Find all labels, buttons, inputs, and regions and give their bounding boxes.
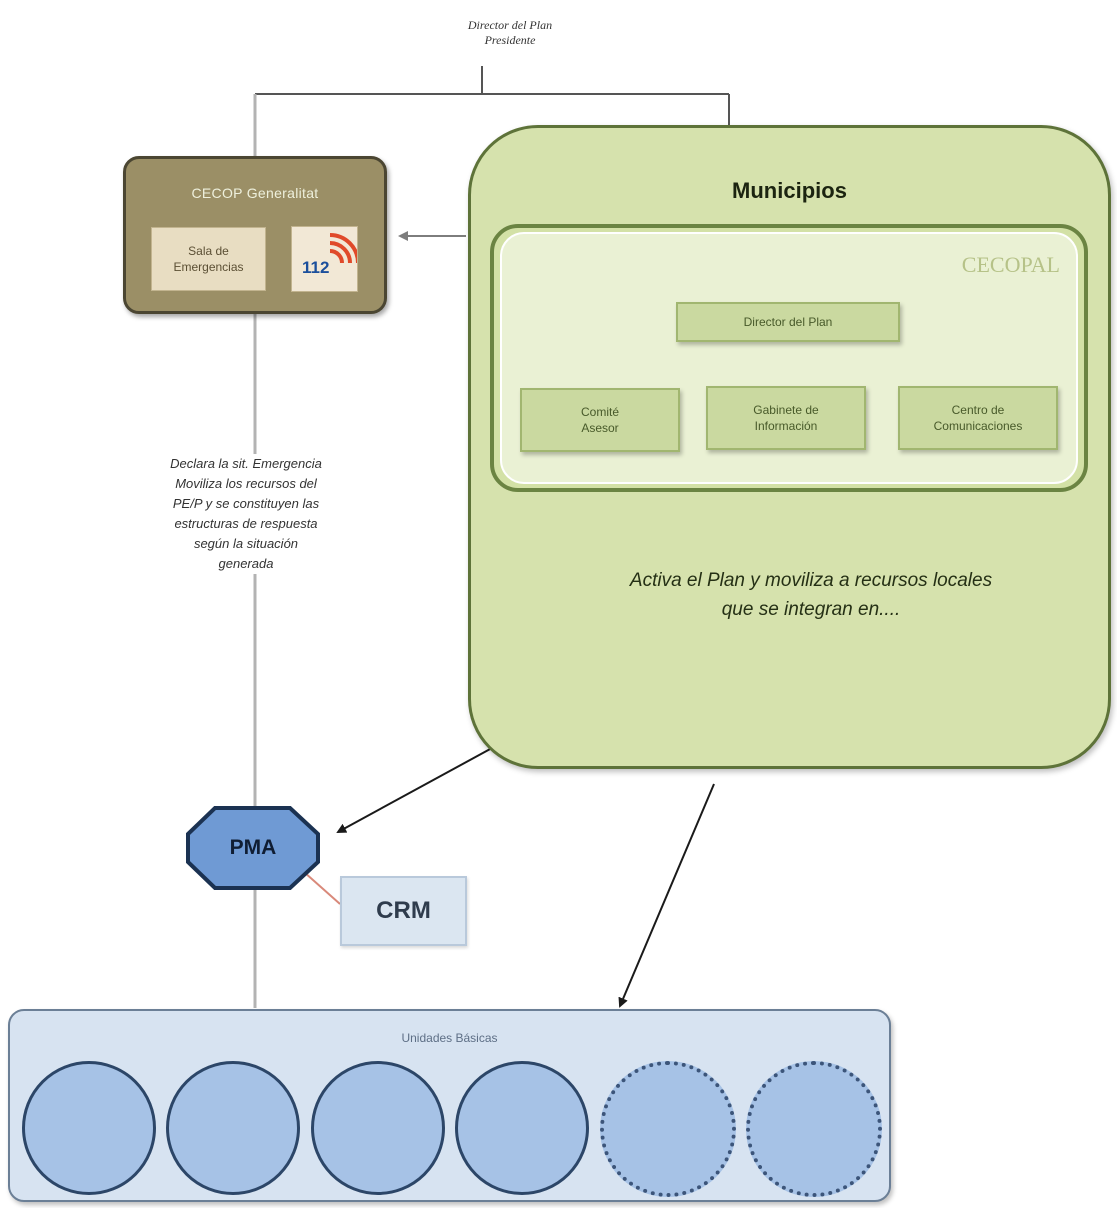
pma-octagon [186, 806, 320, 890]
director-del-plan-box: Director del Plan [676, 302, 900, 342]
unit-circle [22, 1061, 156, 1195]
unit-circle [166, 1061, 301, 1195]
unit-circle [745, 1061, 882, 1197]
unit-circle [310, 1061, 445, 1195]
cecopal-title: CECOPAL [961, 252, 1060, 277]
unidades-title: Unidades Básicas [401, 1031, 498, 1045]
centro-comunicaciones-box: Centro de Comunicaciones [898, 386, 1058, 450]
pma-label: PMA [229, 836, 277, 859]
emergency-112-icon: 112 [291, 226, 360, 292]
icon-112-text: 112 [302, 258, 329, 277]
crm-box: CRM [340, 876, 467, 946]
gabinete-informacion-box: Gabinete de Información [706, 386, 866, 450]
cecop-box: CECOP Generalitat Sala de Emergencias 11… [123, 156, 387, 314]
pma-to-crm-line [303, 871, 341, 905]
unit-circle [599, 1061, 736, 1197]
municipios-title: Municipios [732, 178, 847, 203]
units-row [22, 1061, 882, 1197]
unit-circle [455, 1061, 590, 1195]
municipios-to-pma-arrow [336, 747, 493, 833]
left-note: Declara la sit. Emergencia Moviliza los … [120, 454, 372, 574]
top-note: Director del Plan Presidente [467, 18, 553, 47]
comite-asesor-box: Comité Asesor [520, 388, 680, 452]
municipios-activa-text: Activa el Plan y moviliza a recursos loc… [629, 570, 993, 620]
sala-emergencias-box: Sala de Emergencias [151, 227, 266, 291]
cecop-title: CECOP Generalitat [191, 185, 319, 201]
unidades-basicas-box: Unidades Básicas [8, 1009, 891, 1202]
municipios-to-unidades-arrow [618, 783, 715, 1008]
